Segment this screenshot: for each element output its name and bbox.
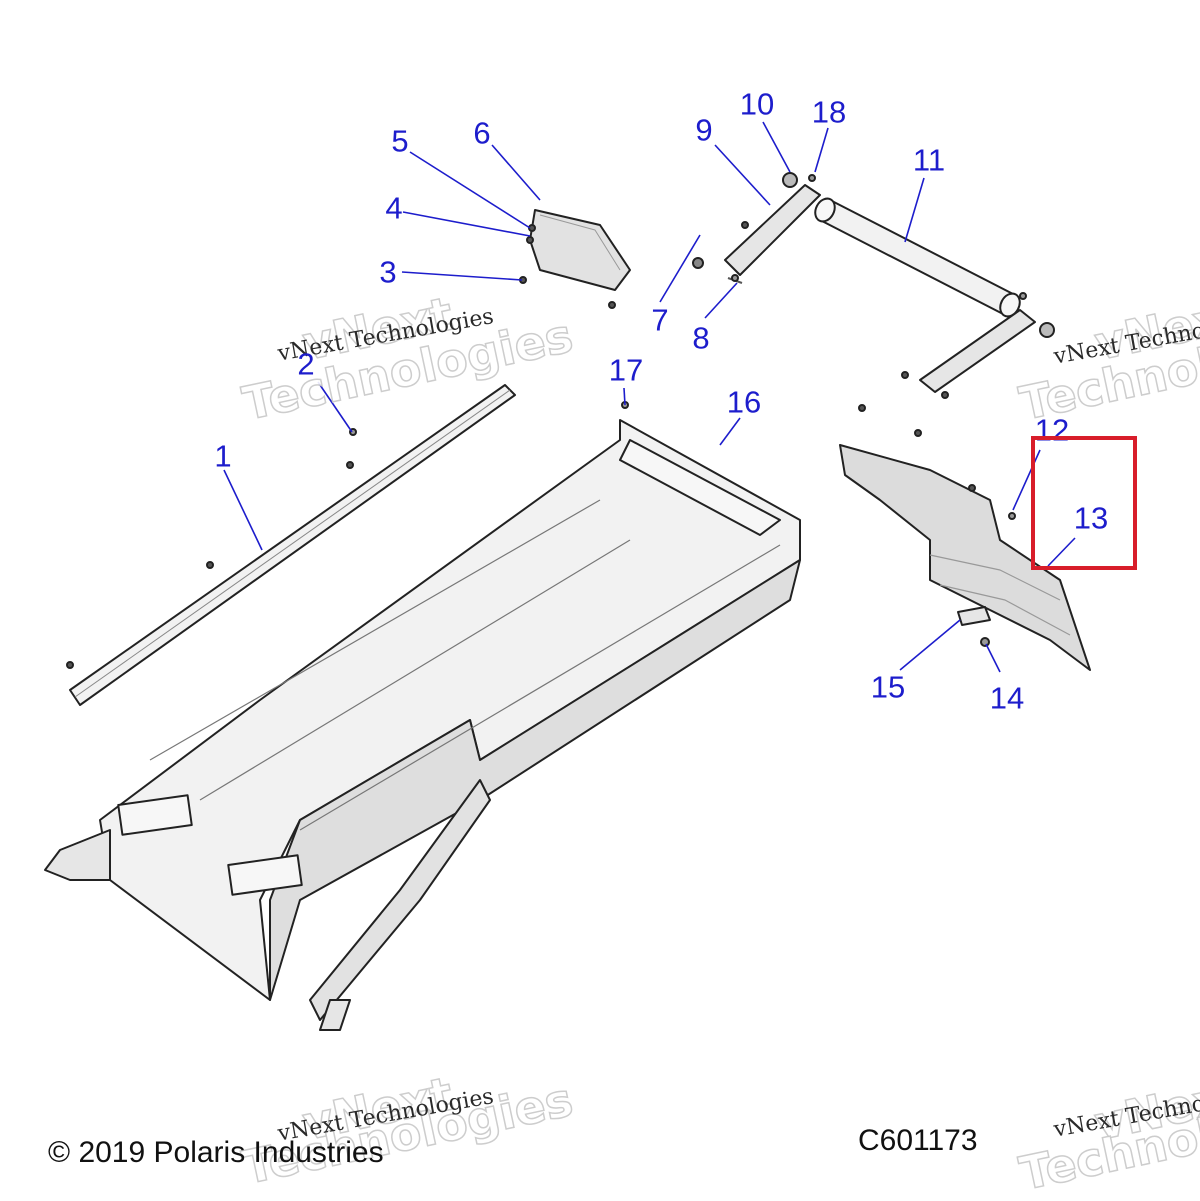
callout-15[interactable]: 15 [870,669,906,705]
callout-17[interactable]: 17 [608,352,644,388]
part-15-plate [957,606,991,626]
callout-10[interactable]: 10 [739,86,775,122]
callout-3[interactable]: 3 [379,254,397,290]
callout-9[interactable]: 9 [695,112,713,148]
diagram-code: C601173 [858,1124,978,1157]
callout-2[interactable]: 2 [297,346,315,382]
callout-11[interactable]: 11 [912,142,946,178]
callout-13[interactable]: 13 [1073,500,1109,536]
callout-5[interactable]: 5 [391,123,409,159]
part-13-flap [839,404,1091,671]
callout-16[interactable]: 16 [726,384,762,420]
callout-18[interactable]: 18 [811,94,847,130]
callout-8[interactable]: 8 [692,320,710,356]
callout-1[interactable]: 1 [214,438,232,474]
callout-14[interactable]: 14 [989,680,1025,716]
part-9-arm [692,172,821,284]
part-11-tube [814,197,1021,318]
part-16-tunnel [44,419,801,1031]
part-1-rail [66,384,516,706]
callout-4[interactable]: 4 [385,190,403,226]
part-6-cover [519,209,631,309]
highlight-box-callout-13 [1031,436,1137,570]
copyright-text: © 2019 Polaris Industries [48,1136,384,1169]
callout-12[interactable]: 12 [1034,412,1070,448]
callout-6[interactable]: 6 [473,115,491,151]
callout-7[interactable]: 7 [651,302,669,338]
leader-lines [223,121,1076,673]
part-9-arm-lower [901,309,1055,399]
